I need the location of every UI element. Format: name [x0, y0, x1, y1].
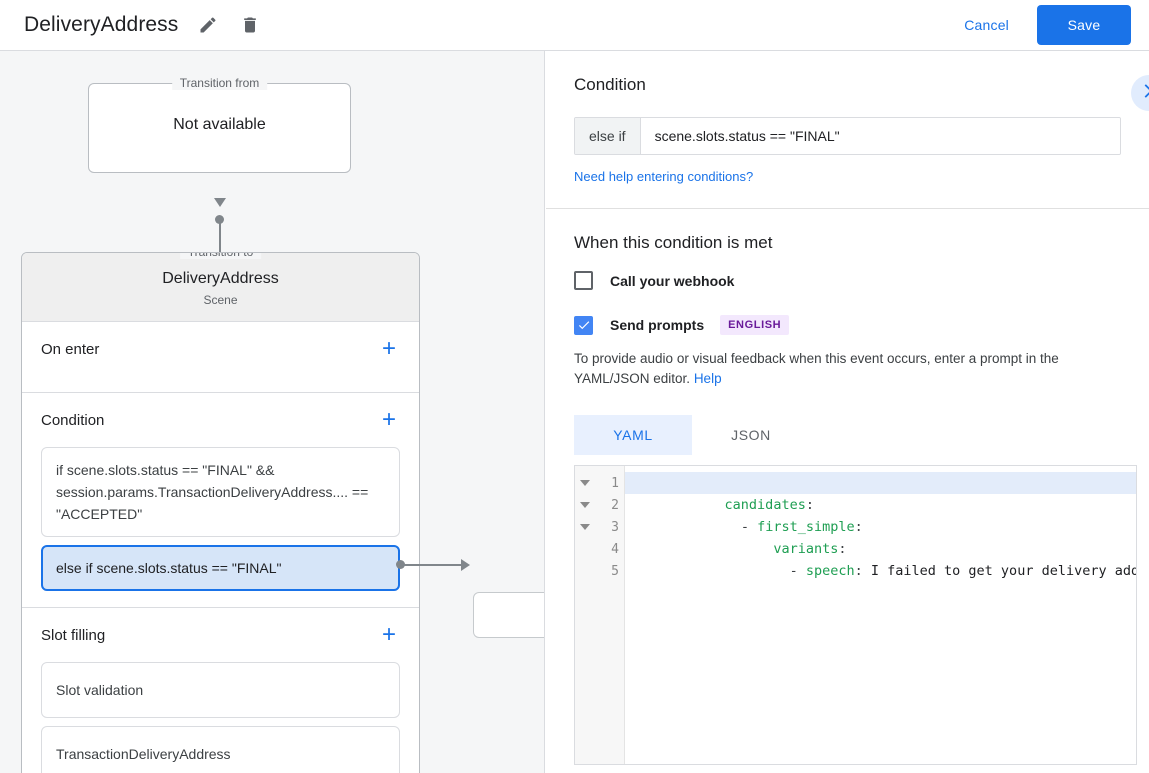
slot-transaction-delivery-address-chip[interactable]: TransactionDeliveryAddress	[41, 726, 400, 773]
code-indent	[725, 519, 741, 535]
gutter-line: 5	[575, 560, 624, 582]
line-number: 3	[611, 519, 619, 535]
send-prompts-checkbox[interactable]	[574, 315, 593, 335]
gutter-line: 2	[575, 494, 624, 516]
editor-gutter: 1 2 3 4 5	[575, 466, 625, 764]
code-indent	[725, 541, 774, 557]
code-editor[interactable]: 1 2 3 4 5	[574, 465, 1137, 765]
section-header-condition: Condition +	[41, 393, 400, 447]
cancel-button[interactable]: Cancel	[950, 9, 1023, 41]
send-prompts-row[interactable]: Send prompts ENGLISH	[574, 315, 1121, 335]
transition-from-title: Not available	[173, 116, 266, 133]
code-value: I failed to get your delivery address	[870, 563, 1136, 579]
when-met-heading: When this condition is met	[574, 233, 773, 252]
tab-json[interactable]: JSON	[731, 427, 771, 443]
connector-line-horizontal	[401, 564, 463, 566]
line-number: 5	[611, 563, 619, 579]
condition-chip-selected[interactable]: else if scene.slots.status == "FINAL"	[41, 545, 400, 591]
section-title-on-enter: On enter	[41, 340, 100, 358]
fold-toggle-icon[interactable]	[580, 524, 590, 530]
line-number: 4	[611, 541, 619, 557]
code-dash: -	[740, 519, 758, 535]
scene-name: DeliveryAddress	[162, 270, 279, 287]
condition-chip[interactable]: if scene.slots.status == "FINAL" && sess…	[41, 447, 400, 537]
save-button[interactable]: Save	[1037, 5, 1131, 45]
fold-toggle-icon[interactable]	[580, 480, 590, 486]
condition-input[interactable]	[640, 118, 1120, 154]
code-line: - speech: I failed to get your delivery …	[625, 538, 1136, 579]
transition-from-legend: Transition from	[171, 76, 268, 90]
prompts-description: To provide audio or visual feedback when…	[574, 349, 1121, 389]
condition-field-row[interactable]: else if	[574, 117, 1121, 155]
code-line: - first_simple:	[625, 494, 1136, 535]
section-header-slot-filling: Slot filling +	[41, 608, 400, 662]
editor-code-area[interactable]: candidates: - first_simple: variants: - …	[625, 466, 1136, 764]
language-badge: ENGLISH	[720, 315, 790, 335]
chevron-right-icon	[1138, 80, 1149, 107]
section-condition: Condition + if scene.slots.status == "FI…	[22, 393, 419, 608]
code-key: first_simple	[757, 519, 855, 535]
tab-yaml[interactable]: YAML	[574, 415, 692, 455]
delete-button[interactable]	[238, 13, 262, 37]
section-header-on-enter: On enter +	[41, 322, 400, 376]
add-condition-button[interactable]: +	[381, 406, 396, 433]
transition-from-node[interactable]: Transition from Not available	[88, 76, 351, 173]
details-panel: Condition else if Need help entering con…	[546, 51, 1149, 773]
call-webhook-checkbox[interactable]	[574, 271, 593, 290]
scene-type: Scene	[203, 293, 238, 307]
connector-arrow-right	[461, 558, 470, 571]
checkmark-icon	[578, 321, 589, 330]
line-number: 2	[611, 497, 619, 513]
condition-help-link[interactable]: Need help entering conditions?	[574, 169, 754, 184]
code-dash: -	[789, 563, 806, 579]
line-number: 1	[611, 475, 619, 491]
editor-tabs: YAML JSON	[574, 415, 1121, 455]
target-node[interactable]	[473, 592, 544, 638]
prompts-help-link[interactable]: Help	[693, 371, 722, 386]
gutter-line: 3	[575, 516, 624, 538]
condition-heading: Condition	[574, 75, 646, 94]
code-indent	[725, 563, 790, 579]
code-line: variants:	[625, 516, 1136, 557]
pencil-icon	[198, 15, 218, 35]
webhook-checkbox-row[interactable]: Call your webhook	[574, 271, 1121, 290]
add-slot-filling-button[interactable]: +	[381, 621, 396, 648]
send-prompts-label: Send prompts	[610, 317, 705, 333]
page-title: DeliveryAddress	[24, 13, 179, 36]
connector-arrow-down	[214, 198, 226, 207]
code-punct: :	[838, 541, 847, 557]
prompts-description-text: To provide audio or visual feedback when…	[574, 351, 1059, 386]
connector-line-vertical	[219, 219, 221, 259]
call-webhook-label: Call your webhook	[610, 272, 735, 289]
code-punct: :	[854, 519, 863, 535]
section-on-enter: On enter +	[22, 322, 419, 393]
rename-button[interactable]	[196, 13, 220, 37]
gutter-line: 4	[575, 538, 624, 560]
fold-toggle-icon[interactable]	[580, 502, 590, 508]
panel-section-when-met: When this condition is met Call your web…	[546, 209, 1149, 773]
trash-icon	[240, 15, 260, 35]
section-title-slot-filling: Slot filling	[41, 626, 106, 644]
code-punct: :	[805, 497, 814, 513]
code-key: candidates	[724, 497, 806, 513]
connector-dot-condition	[396, 560, 405, 569]
flow-canvas[interactable]: Transition from Not available Transition…	[0, 51, 545, 773]
code-line: candidates:	[625, 472, 1136, 513]
code-punct: :	[854, 563, 871, 579]
panel-section-condition: Condition else if Need help entering con…	[546, 51, 1149, 209]
add-on-enter-button[interactable]: +	[381, 335, 396, 362]
section-slot-filling: Slot filling + Slot validation Transacti…	[22, 608, 419, 773]
app-header: DeliveryAddress Cancel Save	[0, 0, 1149, 51]
expand-panel-button[interactable]	[1131, 75, 1149, 111]
section-title-condition: Condition	[41, 411, 105, 429]
code-key: variants	[773, 541, 839, 557]
transition-to-node[interactable]: Transition to DeliveryAddress Scene On e…	[21, 252, 420, 773]
code-key: speech	[805, 563, 855, 579]
scene-header: DeliveryAddress Scene	[22, 253, 419, 322]
slot-validation-chip[interactable]: Slot validation	[41, 662, 400, 718]
gutter-line: 1	[575, 472, 624, 494]
transition-to-legend: Transition to	[179, 253, 262, 259]
condition-prefix-label: else if	[575, 118, 641, 154]
